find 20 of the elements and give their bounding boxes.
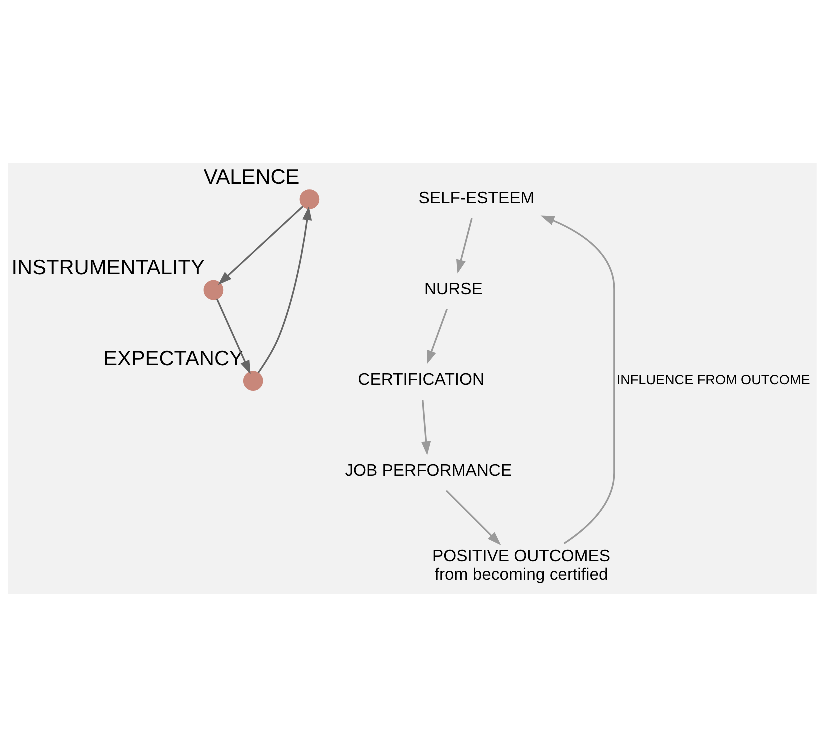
- arrow: [540, 215, 616, 544]
- arrow: [421, 400, 432, 455]
- node-text: NURSE: [424, 278, 483, 298]
- arrow: [258, 206, 312, 373]
- arrow: [456, 218, 473, 274]
- node-text: CERTIFICATION: [358, 370, 485, 389]
- arrow: [216, 298, 251, 374]
- arrow: [427, 308, 448, 364]
- node-circle: [300, 189, 320, 209]
- node-circle: [204, 280, 224, 300]
- node-label: VALENCE: [204, 165, 300, 188]
- node-label: EXPECTANCY: [104, 346, 244, 370]
- arrow: [218, 206, 304, 285]
- node-label: INSTRUMENTALITY: [12, 256, 205, 280]
- edge-label: INFLUENCE FROM OUTCOME: [616, 372, 810, 388]
- node-text: SELF-ESTEEM: [418, 188, 535, 207]
- node-circle: [243, 370, 264, 391]
- arrow: [446, 490, 502, 545]
- node-text: JOB PERFORMANCE: [345, 460, 512, 480]
- node-text: POSITIVE OUTCOMES from becoming certified: [432, 546, 611, 584]
